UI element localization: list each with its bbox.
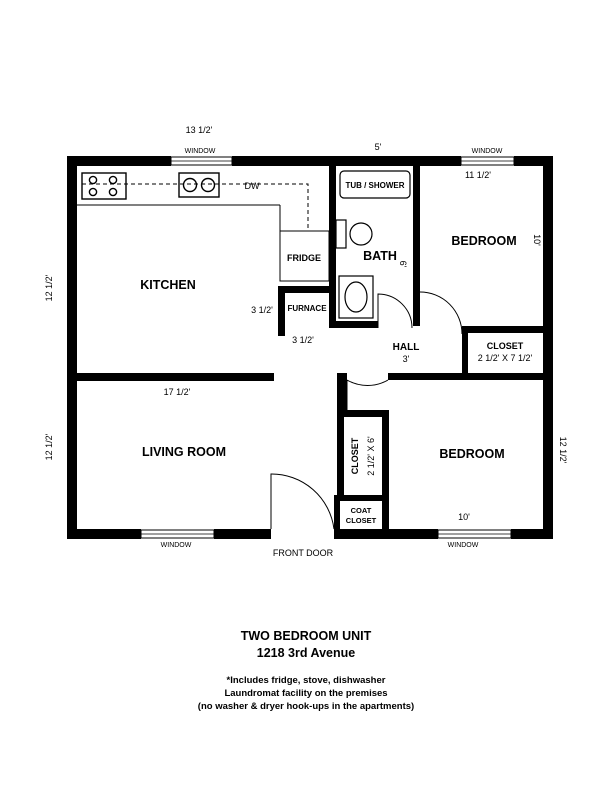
- fridge-label: FRIDGE: [287, 253, 321, 263]
- tub-shower-box: [339, 170, 411, 199]
- coat-closet-label-line1: COAT: [351, 506, 372, 515]
- dim-furnace-side: 3 1/2': [251, 305, 273, 315]
- hall-label: HALL: [393, 342, 420, 353]
- note-line-2: Laundromat facility on the premises: [224, 688, 388, 699]
- dim-closet-center: 2 1/2' X 6': [366, 436, 376, 476]
- dim-closet-right: 2 1/2' X 7 1/2': [478, 353, 533, 363]
- living-room-label: LIVING ROOM: [142, 445, 226, 459]
- note-line-1: *Includes fridge, stove, dishwasher: [226, 675, 386, 686]
- interior-walls: [77, 166, 553, 535]
- dim-bath-depth: 6': [398, 261, 408, 268]
- window-top-left-label: WINDOW: [185, 148, 216, 155]
- dim-living-depth: 12 1/2': [44, 433, 54, 460]
- dim-hall-width: 3': [403, 354, 410, 364]
- dim-bedroom-top-width: 11 1/2': [465, 170, 491, 180]
- unit-address: 1218 3rd Avenue: [256, 646, 356, 660]
- dw-label: DW: [245, 181, 260, 191]
- closet-doors: [385, 328, 543, 494]
- toilet-icon: [335, 219, 373, 249]
- window-top-right-label: WINDOW: [472, 148, 503, 155]
- dim-furnace-bottom: 3 1/2': [292, 335, 314, 345]
- tub-shower-label: TUB / SHOWER: [345, 181, 404, 190]
- bath-sink-icon: [338, 275, 374, 319]
- bedroom-top-label: BEDROOM: [451, 234, 516, 248]
- kitchen-label: KITCHEN: [140, 278, 196, 292]
- dim-kitchen-depth: 12 1/2': [44, 274, 54, 301]
- unit-title: TWO BEDROOM UNIT: [240, 629, 372, 643]
- window-bottom-left-label: WINDOW: [161, 542, 192, 549]
- bedroom-bottom-label: BEDROOM: [439, 447, 504, 461]
- dim-bedroom-bottom-depth: 12 1/2': [558, 437, 568, 464]
- kitchen-counter: [77, 204, 329, 232]
- dim-bath-width: 5': [375, 142, 382, 152]
- bath-label: BATH: [363, 249, 397, 263]
- note-line-3: (no washer & dryer hook-ups in the apart…: [197, 701, 415, 712]
- dishwasher-dashed-line: [82, 183, 309, 231]
- dim-top-width: 13 1/2': [186, 125, 213, 135]
- stove-icon: [178, 172, 220, 198]
- coat-closet-label-line2: CLOSET: [346, 516, 377, 525]
- fridge-box: [279, 230, 330, 282]
- closet-right-label: CLOSET: [487, 341, 524, 351]
- floor-plan: KITCHEN LIVING ROOM BATH BEDROOM BEDROOM…: [44, 125, 568, 558]
- furnace-label: FURNACE: [287, 304, 327, 313]
- door-swings: [270, 291, 463, 530]
- window-bottom-right-label: WINDOW: [448, 542, 479, 549]
- dim-bedroom-bottom-width: 10': [458, 512, 470, 522]
- closet-center-label: CLOSET: [350, 437, 360, 474]
- dim-living-width: 17 1/2': [164, 387, 191, 397]
- dim-bedroom-top-depth: 10': [532, 234, 542, 246]
- windows: [140, 156, 515, 539]
- exterior-walls: [67, 156, 553, 539]
- sink-icon: [81, 172, 127, 200]
- front-door-label: FRONT DOOR: [273, 548, 334, 558]
